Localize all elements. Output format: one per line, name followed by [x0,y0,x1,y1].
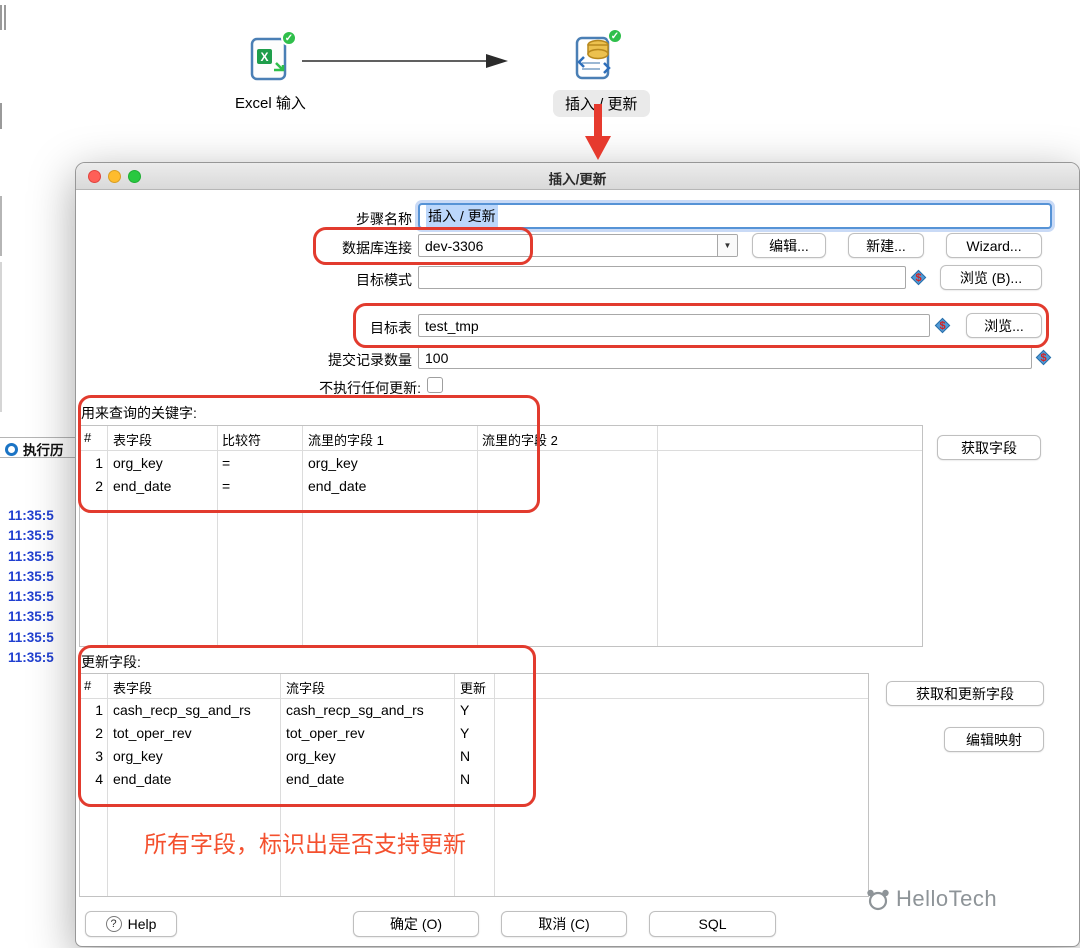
target-table-label: 目标表 [370,320,412,336]
insert-update-document-icon [575,36,611,80]
keys-col-num: # [84,430,92,445]
annotation-text: 所有字段，标识出是否支持更新 [144,831,466,857]
keys-section-label: 用来查询的关键字: [81,405,197,421]
commit-size-value: 100 [425,349,449,366]
log-line: 11:35:5 [8,528,54,544]
dialog-title: 插入/更新 [548,172,607,187]
sql-button[interactable]: SQL [649,911,776,937]
connection-combobox[interactable]: dev-3306 ▼ [418,234,738,257]
check-icon: ✓ [284,33,294,44]
insert-update-step-icon[interactable] [570,33,620,88]
upd-col-stream-field: 流字段 [286,681,326,696]
step-name-value: 插入 / 更新 [426,205,498,227]
chevron-down-icon[interactable]: ▼ [717,235,737,256]
keys-col-comparator: 比较符 [222,433,262,448]
variable-icon: $ [934,317,951,334]
ok-button[interactable]: 确定 (O) [353,911,479,937]
window-edge-mark [4,5,6,30]
window-edge-mark [0,196,2,256]
keys-col-stream2: 流里的字段 2 [482,433,558,448]
log-line: 11:35:5 [8,548,54,564]
keys-table[interactable]: # 表字段 比较符 流里的字段 1 流里的字段 2 1 org_key = or… [79,425,923,647]
watermark: HelloTech [864,885,997,913]
close-button[interactable] [88,170,101,183]
log-line: 11:35:5 [8,609,54,625]
variable-icon: $ [910,269,927,286]
get-fields-button[interactable]: 获取字段 [937,435,1041,460]
variable-icon: $ [1035,349,1052,366]
skip-update-checkbox[interactable] [427,377,443,393]
get-update-fields-button[interactable]: 获取和更新字段 [886,681,1044,706]
schema-label: 目标模式 [356,272,412,288]
edit-mapping-button[interactable]: 编辑映射 [944,727,1044,752]
window-edge-mark [0,103,2,129]
browse-schema-button[interactable]: 浏览 (B)... [940,265,1042,290]
hellotech-logo-icon [867,889,889,911]
panel-divider [0,437,75,438]
update-row[interactable]: 2 tot_oper_rev tot_oper_rev Y [95,725,470,741]
wizard-button[interactable]: Wizard... [946,233,1042,258]
edit-connection-button[interactable]: 编辑... [752,233,826,258]
dialog-titlebar[interactable]: 插入/更新 [76,163,1079,190]
help-icon: ? [105,916,122,932]
annotation-arrow-down [585,104,611,160]
excel-input-step-icon[interactable]: X [246,36,292,87]
upd-col-update: 更新 [460,681,487,696]
log-line: 11:35:5 [8,589,54,605]
log-line: 11:35:5 [8,508,54,523]
commit-size-label: 提交记录数量 [328,352,412,368]
keys-row[interactable]: 2 end_date = end_date [95,478,367,494]
skip-update-label: 不执行任何更新: [319,380,421,396]
log-panel: 11:35:5 11:35:5 11:35:5 11:35:5 11:35:5 … [8,506,54,668]
panel-divider [0,457,75,458]
log-line: 11:35:5 [8,629,54,645]
update-row[interactable]: 3 org_key org_key N [95,748,471,764]
check-icon: ✓ [610,31,620,42]
zoom-button[interactable] [128,170,141,183]
excel-step-label: Excel 输入 [235,95,306,112]
keys-col-stream1: 流里的字段 1 [308,433,384,448]
connection-value: dev-3306 [425,237,484,254]
commit-size-input[interactable]: 100 [418,346,1032,369]
step-name-input[interactable]: 插入 / 更新 [418,203,1052,229]
keys-col-table-field: 表字段 [113,433,153,448]
browse-table-button[interactable]: 浏览... [966,313,1042,338]
watermark-text: HelloTech [896,886,998,911]
log-line: 11:35:5 [8,650,54,666]
keys-row[interactable]: 1 org_key = org_key [95,455,358,471]
svg-text:X: X [260,50,268,64]
connection-label: 数据库连接 [342,240,412,256]
schema-input[interactable] [418,266,906,289]
upd-col-table-field: 表字段 [113,681,153,696]
success-check-badge: ✓ [281,30,297,46]
window-edge-mark [0,5,2,30]
history-tab-label: 执行历 [23,443,64,458]
upd-col-num: # [84,678,92,693]
new-connection-button[interactable]: 新建... [848,233,924,258]
update-row[interactable]: 1 cash_recp_sg_and_rs cash_recp_sg_and_r… [95,702,470,718]
help-button[interactable]: ? Help [85,911,177,937]
minimize-button[interactable] [108,170,121,183]
insert-update-dialog: 插入/更新 步骤名称 插入 / 更新 数据库连接 dev-3306 ▼ 编辑..… [75,162,1080,947]
target-table-value: test_tmp [425,317,479,334]
update-row[interactable]: 4 end_date end_date N [95,771,471,787]
cancel-button[interactable]: 取消 (C) [501,911,627,937]
log-line: 11:35:5 [8,568,54,584]
success-check-badge: ✓ [607,28,623,44]
window-edge-mark [0,262,2,412]
update-section-label: 更新字段: [81,654,141,670]
target-table-input[interactable]: test_tmp [418,314,930,337]
step-name-label: 步骤名称 [356,211,412,227]
history-tab-icon [5,442,18,456]
excel-document-icon: X [250,37,287,81]
hop-arrow [302,54,508,68]
tab-execution-history[interactable]: 执行历 [5,439,64,459]
update-fields-table[interactable]: # 表字段 流字段 更新 1 cash_recp_sg_and_rs cash_… [79,673,869,897]
